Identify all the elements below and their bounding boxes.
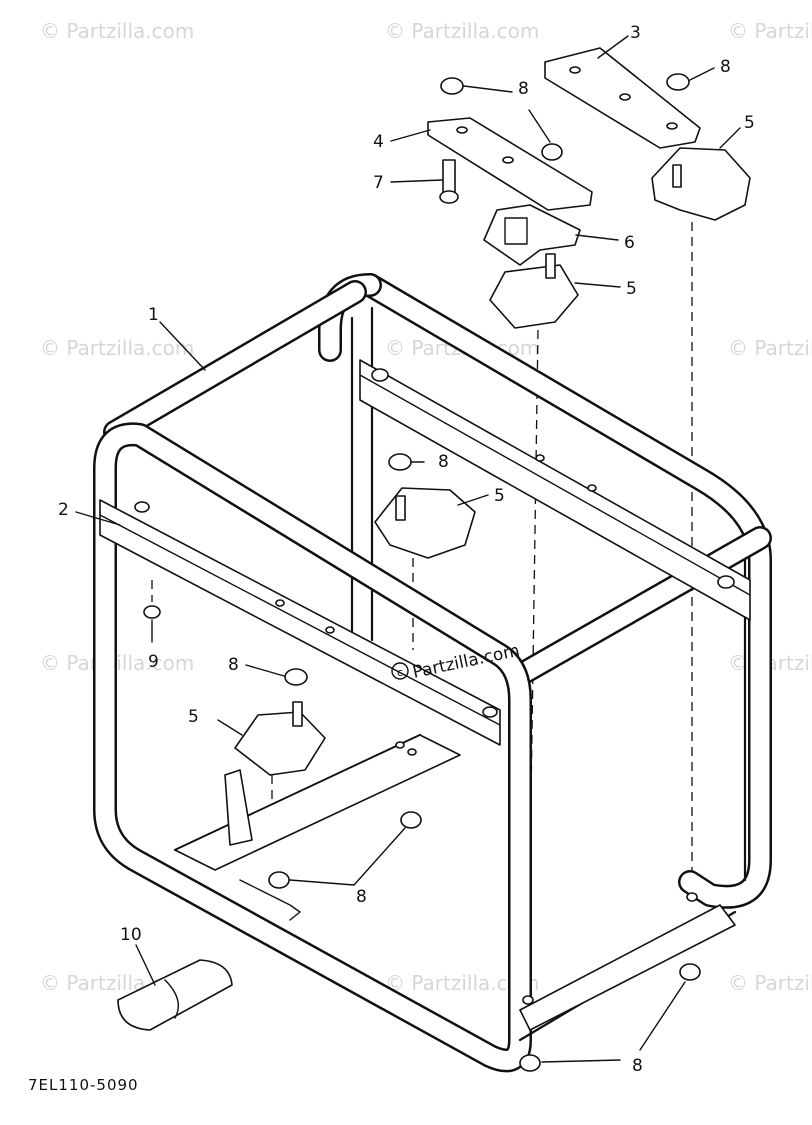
callout-4: 4 [373, 132, 384, 152]
callout-8-bottom: 8 [632, 1056, 643, 1076]
callout-8-middle: 8 [438, 452, 449, 472]
nut-8 [268, 73, 701, 1072]
nut-9 [143, 605, 161, 619]
callout-8-top: 8 [518, 79, 529, 99]
callout-8-base: 8 [356, 887, 367, 907]
callout-labels: 1 2 3 4 5 5 5 5 6 7 8 8 8 8 8 8 9 10 [58, 23, 755, 1076]
callout-3: 3 [630, 23, 641, 43]
watermark-text: © Partzilla.com [40, 651, 194, 675]
callout-5-middle: 5 [494, 486, 505, 506]
front-crossbar [99, 499, 501, 746]
svg-text:c: c [397, 666, 403, 679]
watermark-text: © Partzilla.com [728, 336, 812, 360]
watermark-text: © Partzilla.com [40, 336, 194, 360]
leader-lines [75, 35, 741, 1063]
watermark-text: © Partzilla.com [40, 19, 194, 43]
callout-5-lower: 5 [188, 707, 199, 727]
frame-tube [93, 273, 772, 1073]
watermark-text: © Partzilla.com [728, 19, 812, 43]
callout-7: 7 [373, 173, 384, 193]
bracket-6 [483, 204, 581, 266]
callout-10: 10 [120, 925, 142, 945]
watermark-text: © Partzilla.com [728, 971, 812, 995]
rubber-mount-5 [651, 147, 751, 221]
rubber-mount-5 [224, 701, 326, 846]
callout-8-lower: 8 [228, 655, 239, 675]
callout-2: 2 [58, 500, 69, 520]
bracket-4 [427, 117, 593, 211]
callout-5-top-right: 5 [744, 113, 755, 133]
callout-9: 9 [148, 652, 159, 672]
watermark-text: © Partzilla.com [385, 19, 539, 43]
roll-10 [117, 959, 233, 1031]
callout-6: 6 [624, 233, 635, 253]
rear-crossbar [359, 359, 751, 621]
callout-8-top-right: 8 [720, 57, 731, 77]
bolt-7 [439, 159, 459, 204]
callout-1: 1 [148, 305, 159, 325]
drawing-code: 7EL110-5090 [28, 1076, 139, 1094]
callout-5-upper: 5 [626, 279, 637, 299]
upper-bracket-3 [544, 47, 701, 149]
rubber-mount-5 [489, 253, 579, 329]
rubber-mount-5 [374, 487, 476, 559]
